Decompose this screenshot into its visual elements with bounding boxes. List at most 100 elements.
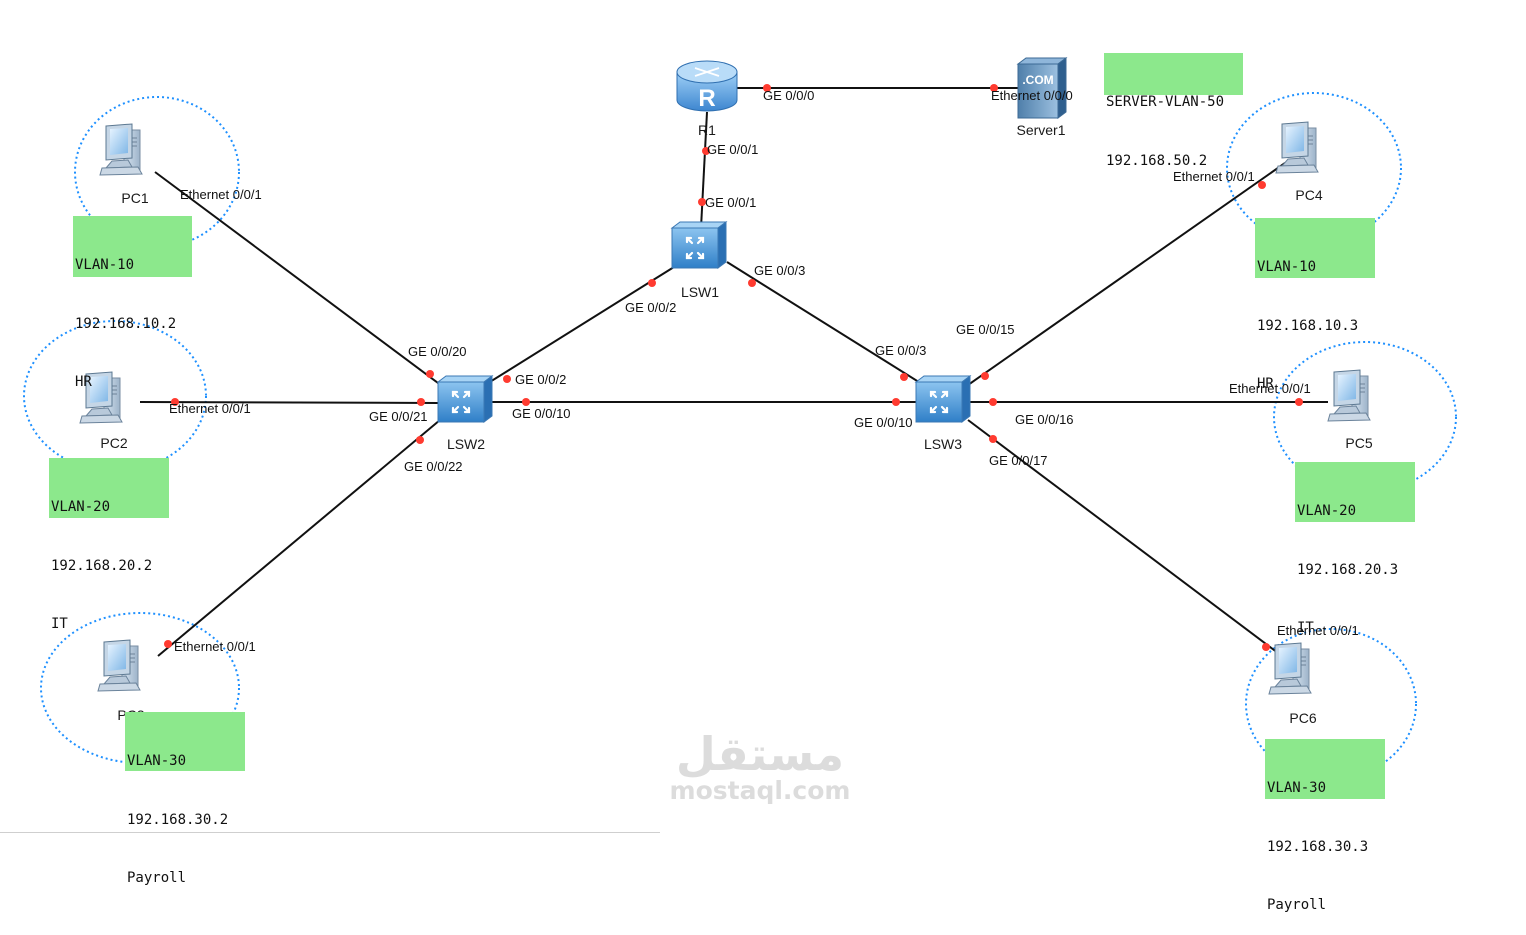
link-lsw3-pc4[interactable] [967, 162, 1286, 386]
router-glyph: R [698, 85, 715, 112]
port-labels: GE 0/0/0 Ethernet 0/0/0 GE 0/0/1 GE 0/0/… [169, 88, 1359, 654]
note-dept: IT [1297, 620, 1314, 636]
switch-lsw1[interactable]: LSW1 [670, 220, 728, 300]
device-label-r1: R1 [698, 122, 716, 138]
device-label-lsw2: LSW2 [447, 436, 485, 452]
device-label-pc6: PC6 [1289, 710, 1316, 726]
port-dot[interactable] [698, 198, 706, 206]
note-pc4: VLAN-10 192.168.10.3 HR [1255, 218, 1375, 392]
vlan-circle-pc4 [1226, 92, 1402, 244]
note-server-line2: 192.168.50.2 [1106, 152, 1208, 169]
note-server: SERVER-VLAN-50 192.168.50.2 [1104, 53, 1243, 169]
vlan-circle-pc3 [40, 612, 240, 764]
server-server1[interactable]: .COM Server1 [1016, 57, 1068, 138]
port-dot[interactable] [1258, 181, 1266, 189]
note-vlan: VLAN-30 [1267, 780, 1327, 796]
port-dot[interactable] [702, 147, 710, 155]
server-icon: .COM [1016, 57, 1068, 119]
switch-icon [914, 374, 972, 424]
port-dot[interactable] [900, 373, 908, 381]
pc-icon [1275, 121, 1319, 174]
router-r1[interactable]: R R1 [676, 60, 738, 138]
note-pc3: VLAN-30 192.168.30.2 Payroll [125, 712, 245, 886]
switch-icon [670, 220, 728, 270]
server-badge: .COM [1022, 73, 1053, 87]
port-label-lsw3-lsw1: GE 0/0/3 [875, 343, 926, 358]
note-ip: 192.168.20.2 [51, 557, 153, 574]
port-label-pc4-eth: Ethernet 0/0/1 [1173, 169, 1255, 184]
port-label-server-r1: Ethernet 0/0/0 [991, 88, 1073, 103]
pc-pc6[interactable]: PC6 [1268, 642, 1317, 726]
port-label-lsw3-pc4: GE 0/0/15 [956, 322, 1015, 337]
note-dept: HR [1257, 376, 1274, 392]
switch-lsw2[interactable]: LSW2 [436, 374, 494, 452]
pc-pc5[interactable]: PC5 [1327, 369, 1373, 451]
switch-icon [436, 374, 494, 424]
port-label-pc2-eth: Ethernet 0/0/1 [169, 401, 251, 416]
device-label-pc1: PC1 [121, 190, 148, 206]
router-icon: R [676, 60, 738, 112]
port-label-lsw2-pc2: GE 0/0/21 [369, 409, 428, 424]
link-lsw1-lsw2[interactable] [484, 266, 675, 386]
port-dot[interactable] [990, 84, 998, 92]
watermark-arabic: مستقل [675, 727, 845, 781]
note-dept: Payroll [127, 870, 187, 886]
port-label-r1-lsw1: GE 0/0/1 [707, 142, 758, 157]
device-label-pc5: PC5 [1345, 435, 1372, 451]
note-pc2: VLAN-20 192.168.20.2 IT [49, 458, 169, 632]
port-label-lsw3-pc5: GE 0/0/16 [1015, 412, 1074, 427]
note-server-line1: SERVER-VLAN-50 [1106, 94, 1225, 110]
port-dot[interactable] [892, 398, 900, 406]
pc-pc2[interactable]: PC2 [79, 371, 128, 451]
links [139, 87, 1328, 663]
port-dot[interactable] [171, 398, 179, 406]
watermark-latin: mostaql.com [669, 776, 851, 805]
watermark: مستقل mostaql.com [660, 728, 860, 805]
port-dot[interactable] [981, 372, 989, 380]
note-vlan: VLAN-30 [127, 753, 187, 769]
note-ip: 192.168.30.3 [1267, 838, 1369, 855]
pc-pc4[interactable]: PC4 [1275, 121, 1323, 203]
port-label-pc6-eth: Ethernet 0/0/1 [1277, 623, 1359, 638]
link-lsw3-pc6[interactable] [967, 419, 1291, 663]
note-vlan: VLAN-20 [1297, 503, 1357, 519]
vlan-circle-pc1 [74, 96, 240, 248]
port-dot[interactable] [989, 435, 997, 443]
pc-pc1[interactable]: PC1 [99, 123, 149, 206]
link-lsw1-lsw3[interactable] [726, 261, 923, 385]
note-ip: 192.168.10.3 [1257, 317, 1359, 334]
pc-icon [99, 123, 143, 176]
port-dot[interactable] [503, 375, 511, 383]
port-dot[interactable] [748, 279, 756, 287]
port-dot[interactable] [1262, 643, 1270, 651]
port-label-pc3-eth: Ethernet 0/0/1 [174, 639, 256, 654]
port-dot[interactable] [1295, 398, 1303, 406]
port-dot[interactable] [426, 370, 434, 378]
port-label-pc1-eth: Ethernet 0/0/1 [180, 187, 262, 202]
link-lsw2-pc2[interactable] [139, 401, 439, 404]
note-ip: 192.168.30.2 [127, 811, 229, 828]
port-dot[interactable] [989, 398, 997, 406]
port-dot[interactable] [164, 640, 172, 648]
port-dot[interactable] [648, 279, 656, 287]
port-label-lsw1-lsw3: GE 0/0/3 [754, 263, 805, 278]
port-label-lsw3-lsw2: GE 0/0/10 [854, 415, 913, 430]
port-dot[interactable] [763, 84, 771, 92]
note-dept: IT [51, 616, 68, 632]
device-label-lsw3: LSW3 [924, 436, 962, 452]
port-label-r1-server: GE 0/0/0 [763, 88, 814, 103]
note-pc1: VLAN-10 192.168.10.2 HR [73, 216, 192, 390]
link-lsw2-pc3[interactable] [157, 419, 441, 657]
switch-lsw3[interactable]: LSW3 [914, 374, 972, 452]
link-lsw2-pc1[interactable] [154, 171, 439, 384]
note-dept: HR [75, 374, 92, 390]
link-r1-lsw1[interactable] [700, 111, 708, 229]
port-label-lsw3-pc6: GE 0/0/17 [989, 453, 1048, 468]
port-label-lsw1-lsw2: GE 0/0/2 [625, 300, 676, 315]
port-label-pc5-eth: Ethernet 0/0/1 [1229, 381, 1311, 396]
port-dot[interactable] [416, 436, 424, 444]
port-dot[interactable] [417, 398, 425, 406]
device-label-lsw1: LSW1 [681, 284, 719, 300]
port-dot[interactable] [522, 398, 530, 406]
device-label-pc2: PC2 [100, 435, 127, 451]
